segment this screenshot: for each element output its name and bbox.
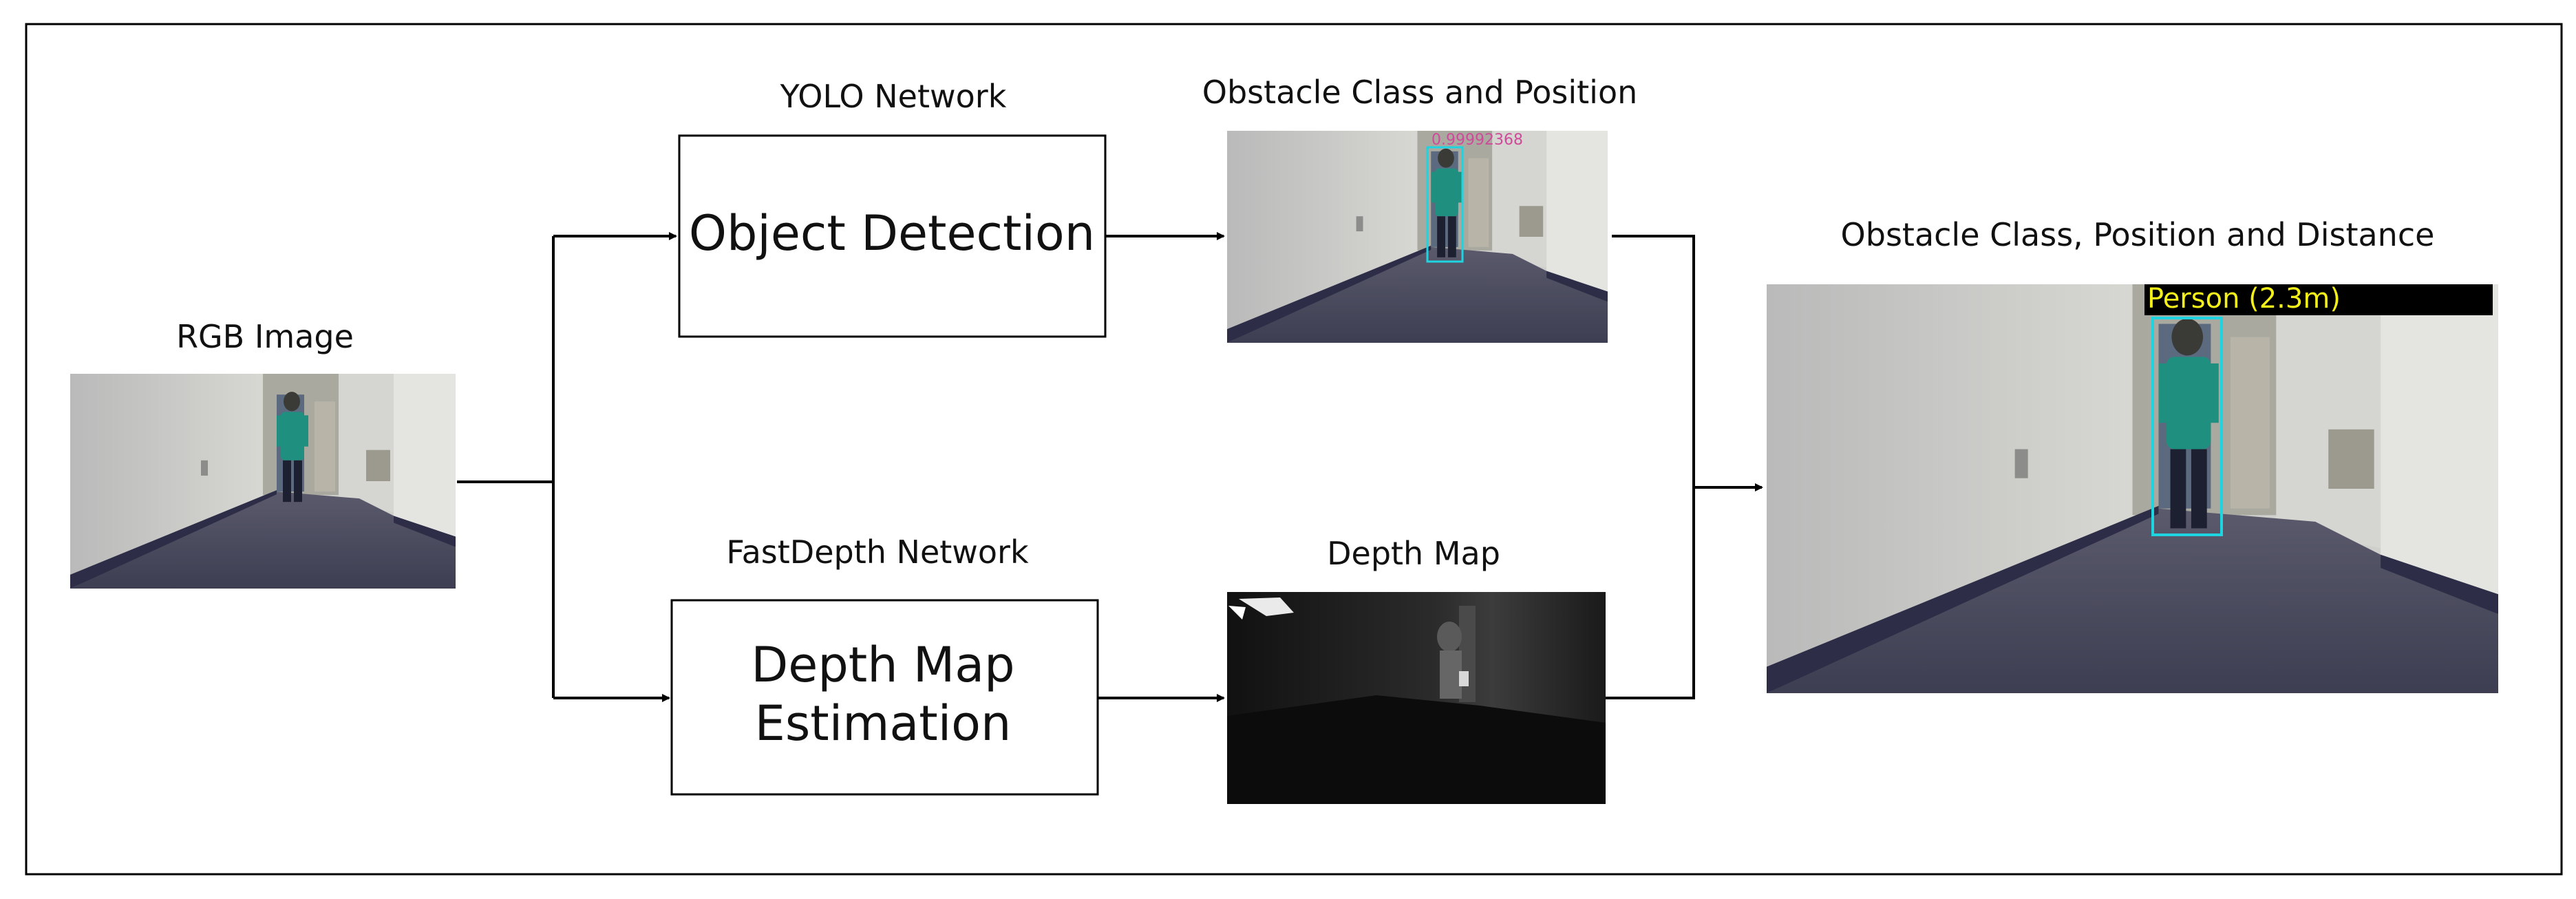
diagram-frame	[25, 23, 2563, 876]
final-output-label: Obstacle Class, Position and Distance	[1841, 216, 2435, 253]
distance-caption-text: Person (2.3m)	[2147, 283, 2341, 315]
object-detection-label: Object Detection	[689, 205, 1095, 262]
rgb-image-label: RGB Image	[176, 318, 354, 355]
depth-map-image	[1227, 592, 1606, 804]
fastdepth-network-label: FastDepth Network	[726, 533, 1029, 571]
object-detection-box	[678, 134, 1107, 338]
detection-bounding-box	[1426, 146, 1464, 263]
yolo-network-label: YOLO Network	[780, 78, 1007, 115]
connector-lines	[457, 232, 1763, 702]
depth-estimation-label-line1: Depth Map	[751, 637, 1014, 693]
final-bounding-box	[2151, 317, 2223, 536]
obstacle-class-position-label: Obstacle Class and Position	[1202, 74, 1638, 111]
rgb-image-thumbnail	[70, 374, 456, 589]
depth-estimation-box	[670, 599, 1099, 796]
final-output-image: Person (2.3m)	[1767, 283, 2498, 693]
depth-estimation-label-line2: Estimation	[755, 695, 1012, 752]
detection-confidence-text: 0.99992368	[1431, 131, 1523, 149]
depth-map-label: Depth Map	[1327, 535, 1500, 572]
detection-output-image: 0.99992368	[1227, 131, 1608, 343]
distance-caption-background	[2144, 284, 2493, 315]
